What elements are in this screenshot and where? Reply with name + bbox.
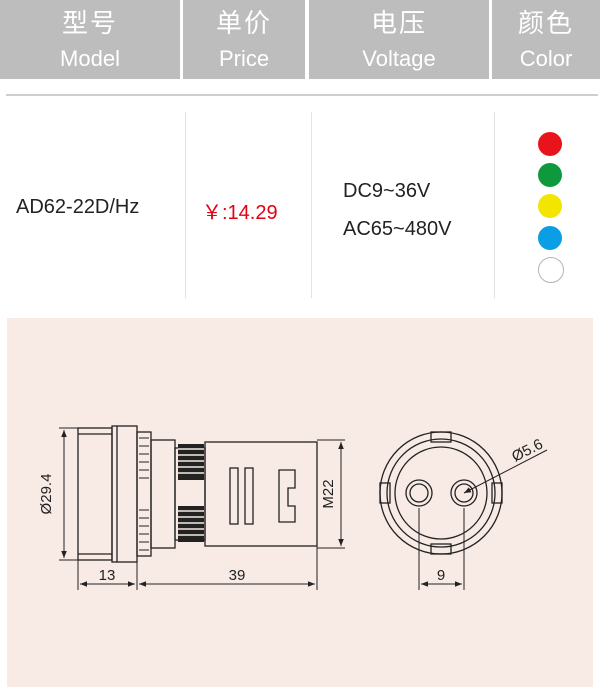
dimension-drawing-svg: Ø29.4 M22 13 39 9 Ø5.6 [38,425,548,590]
header-voltage-en: Voltage [362,46,436,71]
label-total-length: 39 [229,567,246,584]
header-price-en: Price [218,46,270,71]
housing-body [204,441,318,547]
header-model-en: Model [60,46,120,71]
column-separator [311,112,312,298]
color-dot-blue [538,226,562,250]
dimension-drawing: Ø29.4 M22 13 39 9 Ø5.6 [7,318,593,687]
model-value: AD62-22D/Hz [16,196,140,218]
column-separator [185,112,186,298]
color-dot-yellow [538,194,562,218]
header-voltage-cn: 电压 [370,9,427,39]
header-color-cn: 颜色 [517,9,574,39]
header-color: 颜色 Color [492,0,600,79]
header-price-cn: 单价 [215,9,272,39]
color-dot-green [538,163,562,187]
label-hole-diameter: Ø5.6 [509,436,546,466]
header-price: 单价 Price [183,0,305,79]
header-model: 型号 Model [0,0,180,79]
header-color-en: Color [519,46,573,71]
front-view [379,431,503,555]
label-thread: M22 [320,479,337,508]
color-dot-white [538,257,564,283]
header-voltage: 电压 Voltage [309,0,489,79]
front-bezel [77,427,113,561]
label-hole-spacing: 9 [437,567,445,584]
price-value: ￥:14.29 [202,202,278,224]
header-model-cn: 型号 [61,9,118,39]
column-separator [494,112,495,298]
color-dot-red [538,132,562,156]
voltage-dc-value: DC9~36V [343,180,431,202]
header-divider [6,94,598,96]
label-front-length: 13 [99,567,116,584]
label-diameter: Ø29.4 [38,474,55,515]
voltage-ac-value: AC65~480V [343,218,452,240]
